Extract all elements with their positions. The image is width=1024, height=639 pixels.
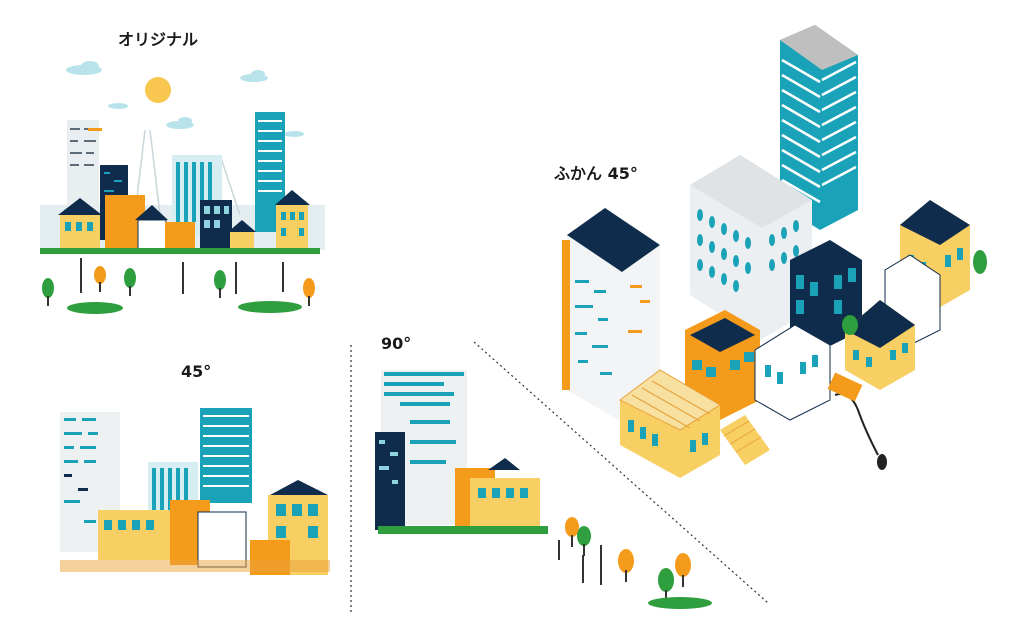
street-lamp-icon bbox=[834, 393, 879, 456]
tree-icon bbox=[565, 517, 691, 600]
tree-icon bbox=[842, 315, 858, 335]
birdseye-45-city-illustration bbox=[562, 25, 987, 478]
label-45-degrees: 45° bbox=[181, 362, 212, 381]
angle-45-city-illustration bbox=[60, 408, 330, 575]
label-birdseye-45: ふかん 45° bbox=[554, 164, 638, 183]
label-90-degrees: 90° bbox=[381, 334, 412, 353]
original-city-illustration bbox=[40, 61, 325, 314]
street-lamp-icon bbox=[558, 540, 602, 585]
tree-icon bbox=[42, 266, 315, 306]
angle-90-city-illustration bbox=[375, 370, 712, 609]
street-lamp-icon bbox=[80, 258, 284, 294]
cloud-icon bbox=[66, 61, 304, 137]
sun-icon bbox=[145, 77, 171, 103]
diagonal-divider bbox=[473, 341, 769, 604]
label-original: オリジナル bbox=[118, 30, 199, 49]
tree-icon bbox=[973, 250, 987, 274]
